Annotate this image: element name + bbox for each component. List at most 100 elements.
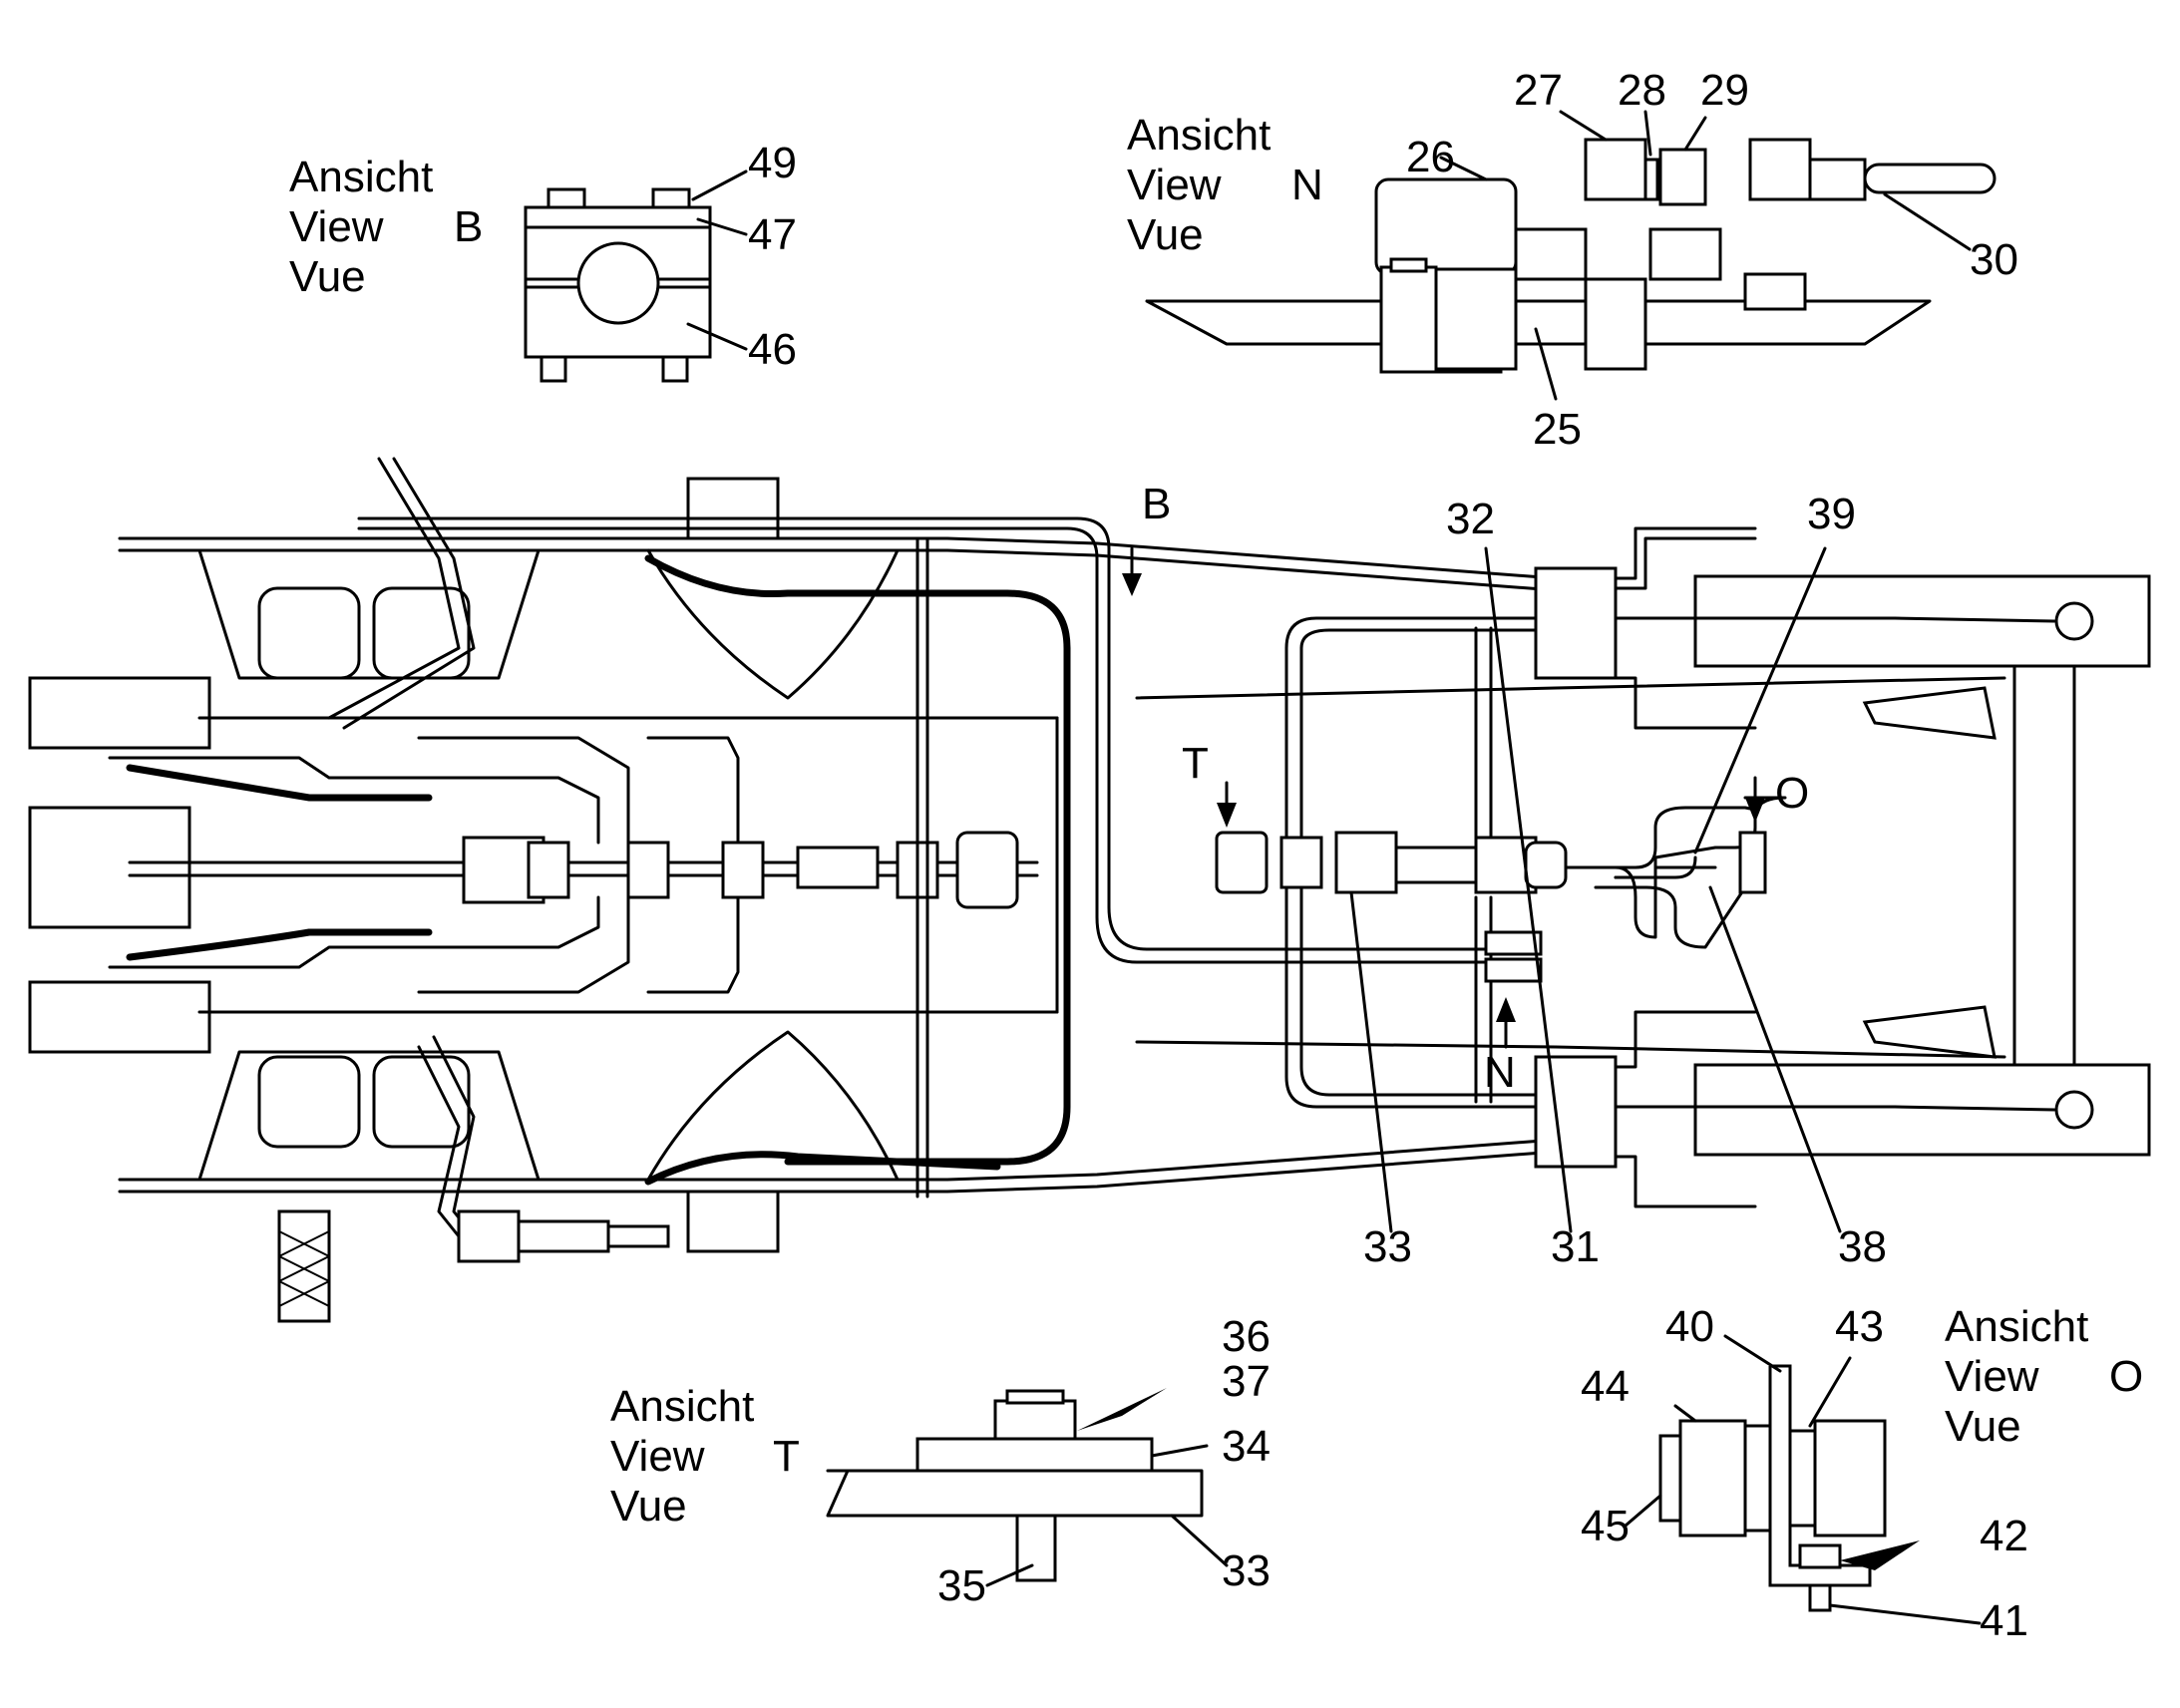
callout-36: 36 bbox=[1222, 1312, 1271, 1361]
bolt-shank-41 bbox=[1808, 1583, 1832, 1612]
window-ll-1 bbox=[257, 1055, 361, 1149]
valve-block-6 bbox=[1334, 831, 1398, 894]
right-frame-upper bbox=[1135, 676, 2006, 700]
plate-33 bbox=[826, 1469, 1204, 1518]
callout-31: 31 bbox=[1551, 1222, 1600, 1271]
view-o-detail: Ansicht View O Vue 40 43 44 45 42 41 bbox=[1581, 1302, 2143, 1645]
lower-arch bbox=[646, 1030, 900, 1182]
hose-bundle-bottom-left bbox=[277, 1209, 331, 1323]
nut-right bbox=[1748, 138, 1812, 201]
valve-block-9 bbox=[1524, 841, 1568, 889]
view-arrow-b: B bbox=[1122, 480, 1171, 596]
callout-45: 45 bbox=[1581, 1502, 1630, 1550]
view-n-letter: N bbox=[1291, 161, 1323, 209]
clamp-bolt-end-left bbox=[540, 355, 567, 383]
nut-right-o bbox=[1813, 1419, 1887, 1537]
clamp-bolt-end-right bbox=[661, 355, 689, 383]
view-o-letter: O bbox=[2109, 1352, 2143, 1401]
view-arrow-n: N bbox=[1484, 997, 1516, 1097]
ring-28 bbox=[1643, 158, 1659, 201]
right-cross-member bbox=[2012, 664, 2076, 1067]
upper-arch bbox=[646, 548, 900, 700]
valve-block-3 bbox=[721, 841, 765, 899]
hose-bracket-bottom-left bbox=[457, 1209, 521, 1263]
view-b-letter: B bbox=[454, 202, 483, 251]
arrow-letter-o: O bbox=[1775, 769, 1809, 818]
bottom-bracket bbox=[686, 1190, 780, 1253]
lower-fitting-right bbox=[1743, 272, 1807, 311]
clamp-bore bbox=[576, 241, 660, 325]
washer-43 bbox=[1788, 1429, 1817, 1528]
fitting-29 bbox=[1658, 148, 1707, 206]
clamp-body bbox=[524, 205, 712, 359]
view-b-label-vue: Vue bbox=[289, 252, 366, 301]
view-b-label-view: View bbox=[289, 202, 384, 251]
view-t-letter: T bbox=[773, 1432, 800, 1481]
fittings-o bbox=[1738, 831, 1767, 894]
bottom-cylinder-rod bbox=[606, 1224, 670, 1248]
window-ll-2 bbox=[372, 1055, 471, 1149]
arrow-letter-t: T bbox=[1182, 739, 1209, 788]
callout-25: 25 bbox=[1533, 405, 1582, 454]
manifold-lower-right bbox=[1534, 1055, 1618, 1169]
outrigger-lower-box bbox=[28, 980, 211, 1054]
bolt-head-36 bbox=[993, 1399, 1077, 1441]
callout-33-view-t: 33 bbox=[1222, 1546, 1271, 1595]
view-n-mounting-plate bbox=[1145, 299, 1932, 346]
pipe-30 bbox=[1863, 163, 1997, 194]
callout-26: 26 bbox=[1406, 133, 1455, 181]
callout-42: 42 bbox=[1980, 1512, 2028, 1560]
chassis-plan-view: B T N O 32 39 33 31 38 bbox=[28, 457, 2151, 1323]
view-arrow-o: O bbox=[1745, 769, 1809, 823]
callout-47: 47 bbox=[748, 210, 797, 259]
window-ul-1 bbox=[257, 586, 361, 680]
callout-29: 29 bbox=[1700, 66, 1749, 115]
view-o-label-view: View bbox=[1945, 1352, 2039, 1401]
callout-38: 38 bbox=[1838, 1222, 1887, 1271]
arrow-letter-n: N bbox=[1484, 1048, 1516, 1097]
callout-27: 27 bbox=[1514, 66, 1563, 115]
wedge-upper bbox=[1862, 686, 1997, 740]
view-n-label-vue: Vue bbox=[1127, 210, 1204, 259]
callout-33: 33 bbox=[1363, 1222, 1412, 1271]
callout-40: 40 bbox=[1665, 1302, 1714, 1351]
valve-cap bbox=[1389, 257, 1428, 273]
callout-32: 32 bbox=[1446, 495, 1495, 543]
valve-block-2 bbox=[626, 841, 670, 899]
wedge-lower bbox=[1862, 1005, 1997, 1059]
fitting-n-upper bbox=[1484, 930, 1543, 956]
valve-block-1 bbox=[527, 841, 570, 899]
fitting-n-lower bbox=[1484, 957, 1543, 983]
callout-46: 46 bbox=[748, 325, 797, 374]
upper-rail-outer bbox=[118, 536, 1558, 580]
outrigger-center-box bbox=[28, 806, 191, 929]
spacer-34 bbox=[915, 1437, 1154, 1473]
lower-fitting-mid bbox=[1584, 277, 1647, 371]
manifold-bracket-right bbox=[955, 831, 1019, 909]
outrigger-upper-box bbox=[28, 676, 211, 750]
lower-rail-outer bbox=[118, 1150, 1558, 1194]
view-o-label-vue: Vue bbox=[1945, 1402, 2021, 1451]
bolt-washer-37 bbox=[1005, 1389, 1065, 1405]
manifold-upper-right bbox=[1534, 566, 1618, 680]
callout-39: 39 bbox=[1807, 490, 1856, 538]
callout-28: 28 bbox=[1618, 66, 1666, 115]
stud-45 bbox=[1658, 1434, 1682, 1523]
view-b-label-ansicht: Ansicht bbox=[289, 153, 433, 201]
right-axle-lower bbox=[1693, 1063, 2151, 1157]
nut-27 bbox=[1584, 138, 1647, 201]
view-b-detail: Ansicht View B Vue 49 47 46 bbox=[289, 139, 797, 383]
callout-41: 41 bbox=[1980, 1596, 2028, 1645]
arrow-letter-b: B bbox=[1142, 480, 1171, 528]
callout-30: 30 bbox=[1970, 235, 2018, 284]
washer-left bbox=[1743, 1424, 1772, 1533]
nut-44 bbox=[1678, 1419, 1747, 1537]
callout-43: 43 bbox=[1835, 1302, 1884, 1351]
callout-37: 37 bbox=[1222, 1357, 1271, 1406]
valve-block-center bbox=[796, 846, 880, 889]
valve-block bbox=[1379, 265, 1438, 374]
bolt-head-42 bbox=[1798, 1543, 1842, 1569]
lower-fitting-left bbox=[1434, 267, 1518, 371]
lower-nut-right bbox=[1648, 227, 1722, 281]
